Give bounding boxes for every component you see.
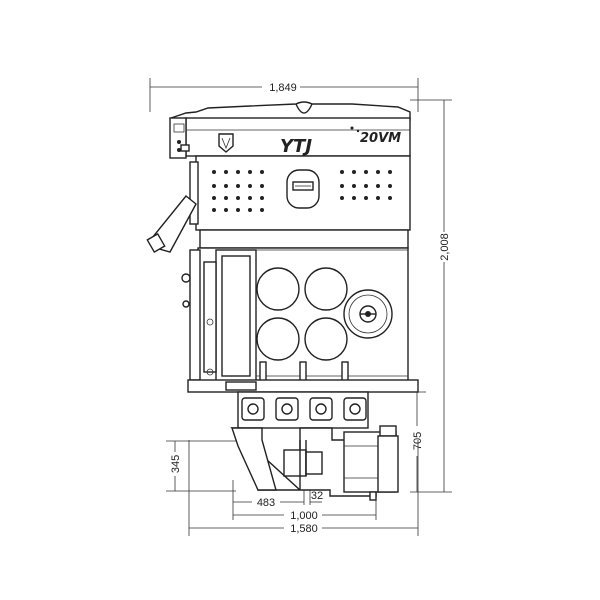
eccentric-weights	[256, 267, 348, 361]
dim-lower-height: 705	[412, 432, 424, 450]
bolt-dot	[364, 184, 368, 188]
dim-top-width: 1,849	[269, 82, 297, 94]
bolt-dot	[352, 184, 356, 188]
dimension-labels: 1,849 2,008 705 345 483 32 1,000 1,580	[170, 82, 451, 535]
bolt-dot	[260, 196, 264, 200]
bolt-dot	[212, 184, 216, 188]
bolt-dot	[260, 170, 264, 174]
bolt-dot	[236, 170, 240, 174]
bolt-dot	[212, 196, 216, 200]
dim-clamp-offset: 483	[257, 497, 275, 509]
bolt-dot	[352, 170, 356, 174]
bolt-dot	[340, 184, 344, 188]
bolt-dot	[248, 208, 252, 212]
base-plate	[187, 379, 419, 393]
dim-clamp-height: 345	[170, 455, 182, 473]
company-logo	[218, 133, 234, 153]
bolt-dot	[260, 208, 264, 212]
bolt-dot	[224, 170, 228, 174]
bolt-dot	[236, 184, 240, 188]
bolt-dot	[224, 184, 228, 188]
dim-base-width: 1,580	[290, 523, 318, 535]
bolt-dot	[388, 170, 392, 174]
bolt-dot	[224, 196, 228, 200]
dim-total-height: 2,008	[439, 233, 451, 261]
bolt-dot	[236, 208, 240, 212]
clamp-assembly	[230, 391, 399, 501]
bolt-dot	[352, 196, 356, 200]
bolt-dot	[248, 170, 252, 174]
bolt-dot	[364, 196, 368, 200]
bolt-dot	[248, 184, 252, 188]
brand-text: YTJ	[280, 136, 312, 157]
bolt-dot	[388, 184, 392, 188]
dim-clamp-gap: 32	[311, 490, 323, 502]
dim-clamp-width: 1,000	[290, 510, 318, 522]
bolt-dot	[212, 208, 216, 212]
bolt-dot	[260, 184, 264, 188]
drive-gear	[343, 289, 393, 339]
model-text: 20VM	[360, 131, 401, 146]
bolt-dot	[364, 170, 368, 174]
bolt-dot	[376, 170, 380, 174]
bolt-dot	[376, 196, 380, 200]
bolt-dot	[224, 208, 228, 212]
gearbox	[181, 229, 409, 383]
bolt-dot	[376, 184, 380, 188]
bolt-dot	[212, 170, 216, 174]
bolt-dot	[388, 196, 392, 200]
bolt-dot	[248, 196, 252, 200]
bolt-dot	[236, 196, 240, 200]
bolt-dot	[340, 196, 344, 200]
bolt-dot	[340, 170, 344, 174]
